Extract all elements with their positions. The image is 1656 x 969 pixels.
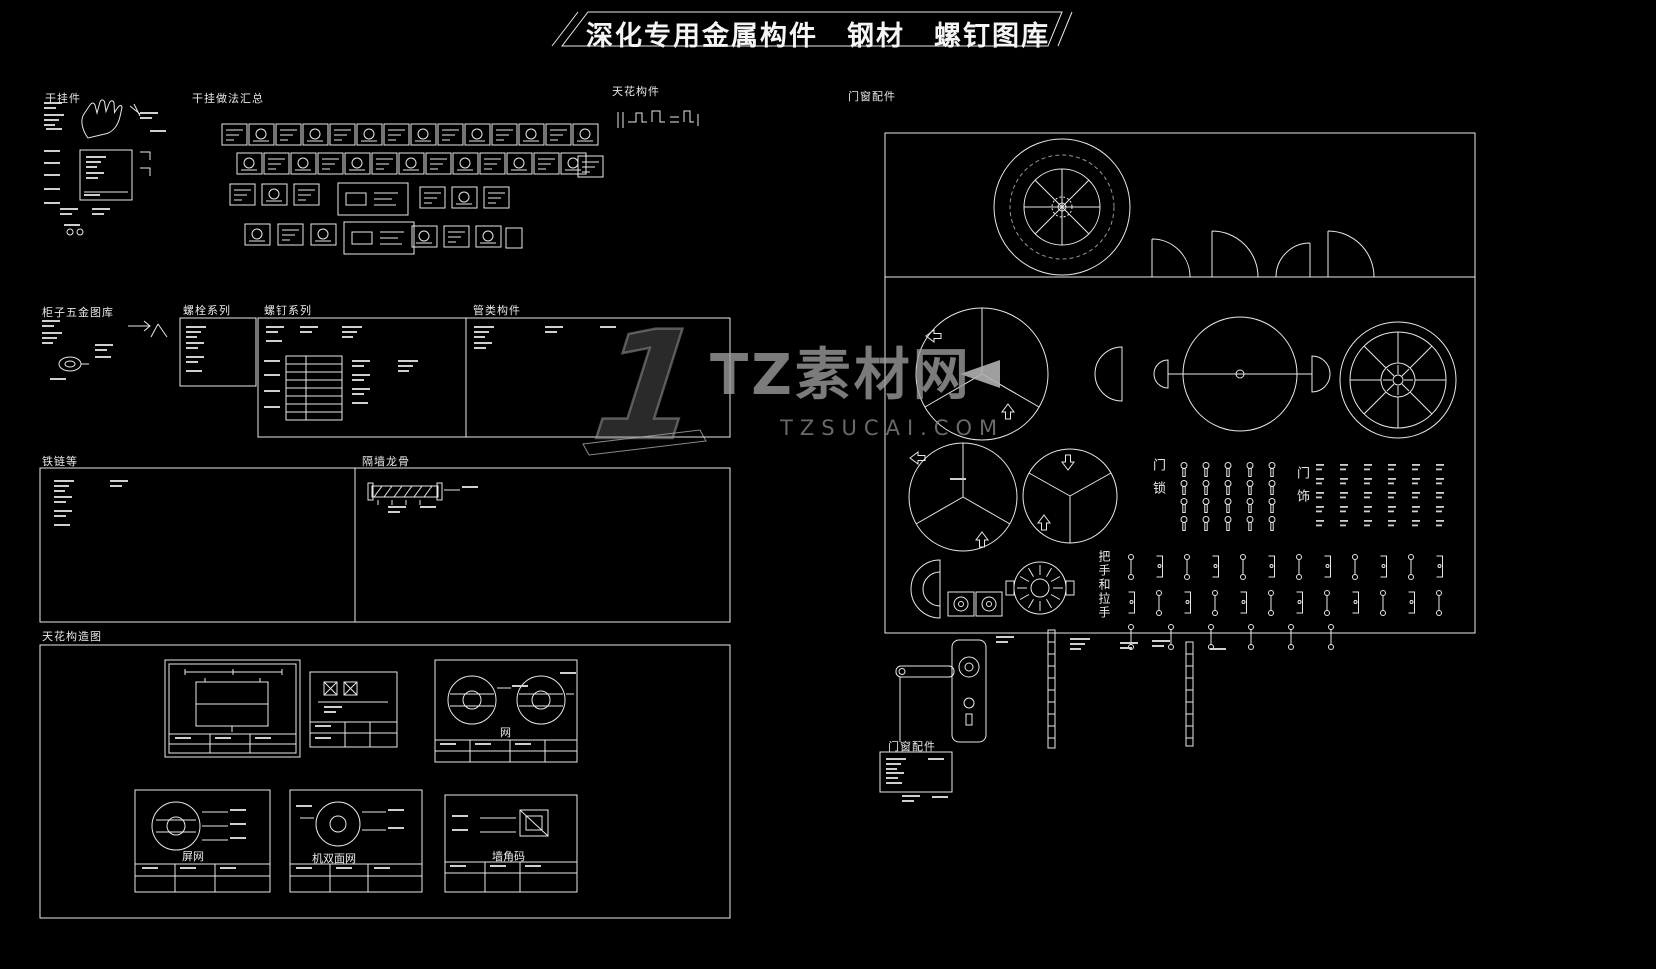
wheel-detail	[1006, 562, 1074, 614]
cabinet-hardware-drawing	[42, 320, 167, 380]
ornate-round-window	[994, 139, 1130, 275]
inner-label-door-lock: 门锁	[1148, 458, 1167, 504]
door-trim-icons	[1316, 464, 1444, 526]
section-label-bolt-series: 螺栓系列	[183, 302, 231, 318]
caption-double-sided-net: 机双面网	[312, 850, 356, 866]
hinge-strips	[996, 630, 1226, 748]
pipe-members-box	[466, 318, 730, 437]
section-label-hanging-methods: 干挂做法汇总	[192, 90, 264, 106]
door-lock-icons	[1181, 463, 1275, 531]
hand-icon	[82, 100, 122, 138]
inner-label-handles-pulls: 把手和拉手	[1096, 550, 1113, 620]
ceiling-detail-frame-f	[445, 795, 577, 892]
caption-screen-net: 屏网	[182, 848, 204, 864]
drawing-title: 深化专用金属构件 钢材 螺钉图库	[575, 14, 1061, 53]
ceiling-detail-frame-e	[290, 790, 422, 892]
section-label-chains: 铁链等	[42, 453, 78, 469]
inner-label-door-trim: 门饰	[1292, 466, 1311, 512]
screw-series-box	[258, 318, 466, 437]
section-label-partition-keel: 隔墙龙骨	[362, 453, 410, 469]
handle-icons	[1129, 555, 1443, 650]
section-label-ceiling-structure: 天花构造图	[42, 628, 102, 644]
ceiling-structure-box	[40, 645, 730, 918]
section-label-pipe-member: 管类构件	[473, 302, 521, 318]
half-disc-detail	[911, 560, 940, 618]
watermark-base-bar	[583, 430, 706, 455]
ornate-circle-window-2	[1340, 322, 1456, 438]
bolt-series-box	[180, 318, 256, 386]
door-lock-assembly	[896, 640, 986, 742]
section-label-hanging-part: 干挂件	[45, 90, 81, 106]
caption-net: 网	[500, 724, 511, 740]
ceiling-detail-frame-d	[135, 790, 270, 892]
section-label-door-window: 门窗配件	[848, 88, 896, 104]
section-label-door-window-small: 门窗配件	[888, 738, 936, 754]
section-label-screw-series: 螺钉系列	[264, 302, 312, 318]
revolving-door-plan-2	[909, 443, 1017, 551]
ceiling-detail-frame-c	[435, 660, 577, 762]
ceiling-detail-frame-b	[310, 672, 397, 747]
ceiling-detail-frame-a	[165, 660, 300, 757]
section-label-cabinet-hardware: 柜子五金图库	[42, 304, 114, 320]
section-label-ceiling-member: 天花构件	[612, 83, 660, 99]
door-swing-symbols	[1152, 231, 1374, 277]
ceiling-member-profile	[618, 111, 698, 128]
hanging-parts-drawing	[44, 100, 166, 235]
pivot-door-plan	[1154, 317, 1330, 431]
door-window-small-box	[880, 752, 952, 802]
hanging-methods-grid	[222, 124, 603, 254]
half-disc-door	[1095, 347, 1122, 401]
chains-box	[40, 468, 355, 622]
revolving-door-plan-1	[916, 308, 1048, 440]
door-window-fittings-box	[885, 133, 1475, 650]
caption-corner-code: 墙角码	[492, 848, 525, 864]
partition-keel-box	[355, 468, 730, 622]
ornate-plate-detail	[948, 592, 1002, 616]
revolving-door-plan-3	[1023, 449, 1117, 543]
